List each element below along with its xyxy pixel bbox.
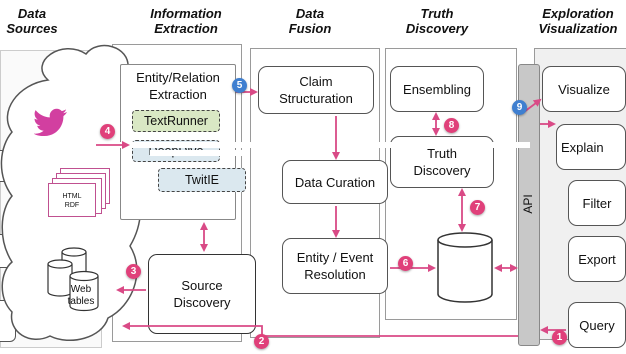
query-button[interactable]: Query [568, 302, 626, 348]
database-cylinder-icon [437, 232, 493, 303]
tool-twitie: TwitIE [158, 168, 246, 192]
export-button[interactable]: Export [568, 236, 626, 282]
rdf-label: RDF [64, 202, 80, 209]
column-title-data-sources: Data Sources [6, 6, 58, 36]
column-title-truth-discovery: Truth Discovery [405, 6, 469, 36]
entity-event-resolution-box: Entity / Event Resolution [282, 238, 388, 294]
web-tables-label: Web tables [67, 284, 95, 307]
document-stack-icon: HTML RDF [46, 168, 116, 220]
html-label: HTML [62, 193, 82, 200]
overlay-strip-2 [150, 150, 250, 156]
badge-1: 1 [552, 330, 567, 345]
filter-button[interactable]: Filter [568, 180, 626, 226]
badge-2: 2 [254, 334, 269, 349]
tool-textrunner: TextRunner [132, 110, 220, 132]
column-title-information-extraction: Information Extraction [150, 6, 222, 36]
badge-7: 7 [470, 200, 485, 215]
badge-4: 4 [100, 124, 115, 139]
explain-button[interactable]: Explain [556, 124, 626, 170]
ensembling-box: Ensembling [390, 66, 484, 112]
badge-5: 5 [232, 78, 247, 93]
source-discovery-box: Source Discovery [148, 254, 256, 334]
web-tables-cylinders-icon [47, 247, 99, 312]
overlay-strip-1 [10, 142, 530, 148]
badge-8: 8 [444, 118, 459, 133]
visualize-button[interactable]: Visualize [542, 66, 626, 112]
badge-6: 6 [398, 256, 413, 271]
column-title-exploration-visualization: Exploration Visualization [538, 6, 618, 36]
badge-9: 9 [512, 100, 527, 115]
badge-3: 3 [126, 264, 141, 279]
claim-structuration-box: Claim Structuration [258, 66, 374, 114]
api-bar [518, 64, 540, 346]
data-curation-box: Data Curation [282, 160, 388, 204]
twitter-bird-icon [34, 108, 67, 136]
column-title-data-fusion: Data Fusion [288, 6, 332, 36]
